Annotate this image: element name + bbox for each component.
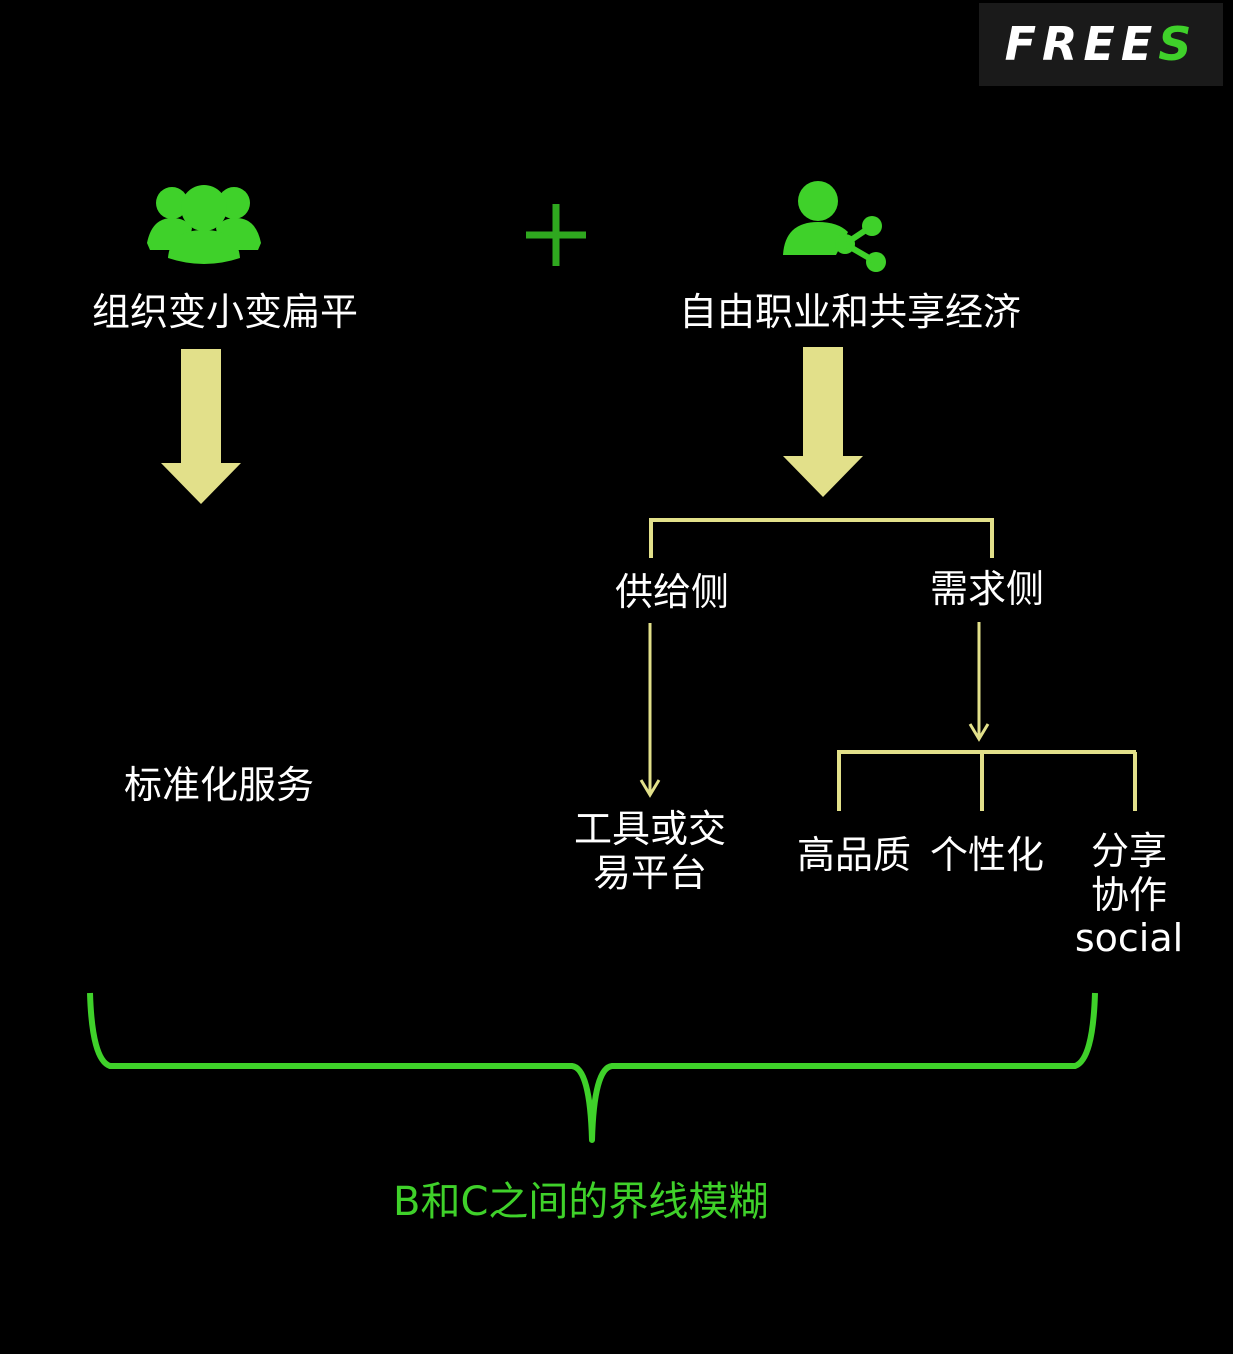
- plus-icon: [526, 204, 586, 266]
- left-result: 标准化服务: [124, 763, 315, 807]
- demand-bracket: [837, 750, 1137, 811]
- demand-item-quality: 高品质: [797, 833, 912, 877]
- demand-arrow: [968, 622, 990, 742]
- supply-result-line1: 工具或交: [573, 807, 726, 851]
- share-line2: 协作: [1090, 872, 1167, 917]
- left-big-arrow: [161, 349, 241, 504]
- brand-logo: FREES: [979, 3, 1223, 86]
- supply-label: 供给侧: [615, 570, 730, 614]
- demand-item-share: 分享 协作 social: [1070, 829, 1188, 961]
- demand-item-personalized: 个性化: [930, 833, 1045, 877]
- logo-main: FREE: [1004, 17, 1159, 71]
- supply-result-line2: 易平台: [592, 850, 707, 895]
- user-share-icon: [783, 181, 886, 272]
- demand-label: 需求侧: [930, 567, 1045, 611]
- group-icon: [147, 185, 261, 264]
- conclusion-text: B和C之间的界线模糊: [393, 1179, 769, 1225]
- logo-accent: S: [1158, 17, 1198, 71]
- logo-text: FREES: [979, 17, 1223, 71]
- conclusion-brace: [87, 992, 1098, 1143]
- right-title: 自由职业和共享经济: [679, 290, 1022, 334]
- share-line3: social: [1074, 916, 1184, 961]
- share-line1: 分享: [1090, 829, 1167, 873]
- right-big-arrow: [783, 347, 863, 497]
- supply-result: 工具或交 易平台: [570, 807, 730, 895]
- supply-arrow: [639, 623, 661, 798]
- left-title: 组织变小变扁平: [92, 290, 359, 334]
- split-bracket: [649, 518, 994, 558]
